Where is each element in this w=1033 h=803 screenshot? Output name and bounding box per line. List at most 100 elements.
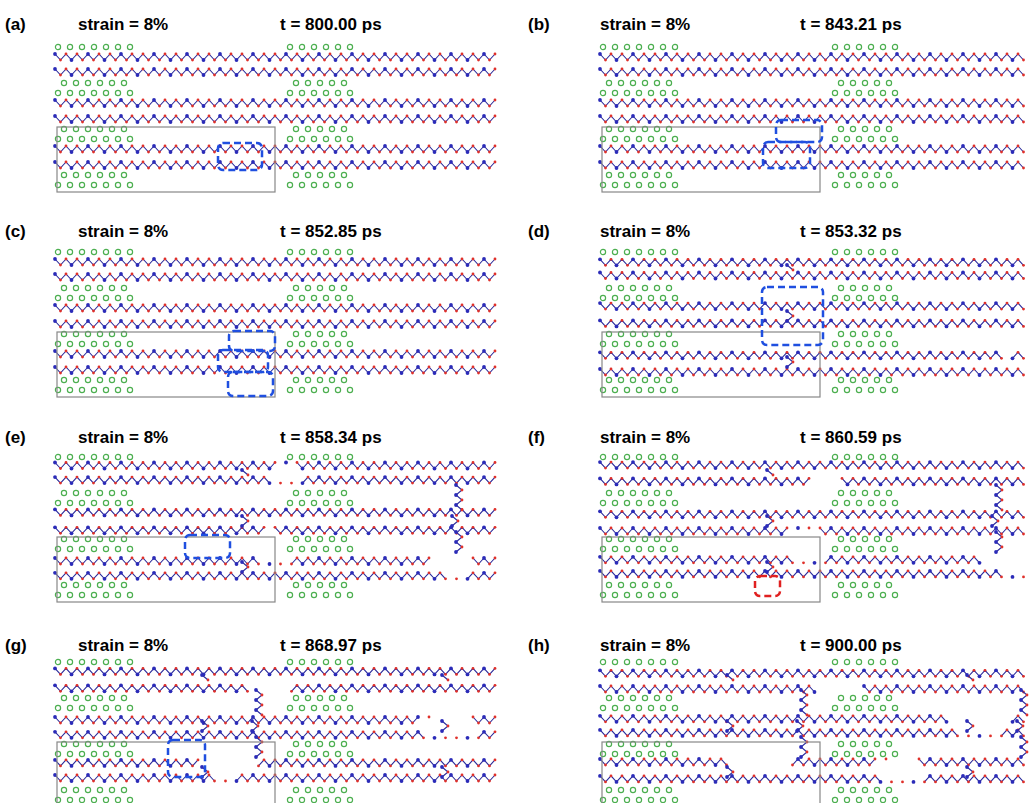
ion [844, 136, 849, 141]
atom [202, 263, 206, 267]
atom [175, 273, 178, 276]
atom [945, 120, 949, 124]
atom [235, 355, 239, 359]
ion [317, 377, 322, 382]
atom [334, 73, 338, 77]
atom [753, 161, 756, 164]
atom [257, 151, 260, 154]
atom [874, 53, 877, 56]
atom [53, 319, 57, 323]
ion [127, 249, 132, 254]
ion [103, 249, 108, 254]
atom [86, 303, 90, 307]
atom [1011, 277, 1015, 281]
atom [246, 167, 249, 170]
atom [251, 257, 255, 261]
chain-bond [600, 146, 1024, 152]
atom [65, 366, 68, 369]
ion [844, 295, 849, 300]
atom [301, 278, 305, 282]
atom [472, 366, 475, 369]
atom [406, 366, 409, 369]
atom [279, 105, 282, 108]
atom [961, 271, 965, 275]
atom [687, 99, 690, 102]
atom [488, 264, 491, 267]
atom [802, 74, 805, 77]
ion [293, 126, 298, 131]
atom [494, 320, 497, 323]
atom [973, 99, 976, 102]
atom [945, 58, 949, 62]
atom [621, 115, 624, 118]
atom [763, 52, 767, 56]
atom [901, 151, 904, 154]
atom [208, 350, 211, 353]
atom [835, 59, 838, 62]
highlight-box [228, 372, 273, 396]
atom [279, 167, 282, 170]
atom [433, 58, 437, 62]
atom [362, 99, 365, 102]
atom [428, 304, 431, 307]
atom [730, 52, 734, 56]
atom [257, 326, 260, 329]
atom [284, 160, 288, 164]
atom [780, 104, 784, 108]
atom [279, 74, 282, 77]
atom [841, 68, 844, 71]
ion [55, 295, 60, 300]
ion [55, 249, 60, 254]
atom [340, 53, 343, 56]
atom [284, 144, 288, 148]
atom [449, 272, 453, 276]
atom [829, 52, 833, 56]
ion [79, 295, 84, 300]
atom [989, 151, 992, 154]
ion [305, 126, 310, 131]
atom [610, 68, 613, 71]
atom [703, 264, 706, 267]
atom [472, 273, 475, 276]
atom [626, 121, 629, 124]
ion [606, 80, 611, 85]
atom [1006, 99, 1009, 102]
atom [994, 114, 998, 118]
atom [373, 366, 376, 369]
atom [918, 115, 921, 118]
atom [312, 59, 315, 62]
atom [373, 99, 376, 102]
ion [606, 285, 611, 290]
atom [449, 257, 453, 261]
atom [961, 67, 965, 71]
atom [703, 308, 706, 311]
ion [311, 295, 316, 300]
atom [218, 303, 222, 307]
atom [185, 160, 189, 164]
atom [956, 264, 959, 267]
atom [152, 365, 156, 369]
ion [880, 136, 885, 141]
atom [345, 121, 348, 124]
atom [796, 98, 800, 102]
atom [169, 309, 173, 313]
atom [648, 277, 652, 281]
ion [293, 377, 298, 382]
atom [967, 74, 970, 77]
atom [730, 144, 734, 148]
atom [978, 263, 982, 267]
atom [389, 121, 392, 124]
atom [604, 167, 607, 170]
atom [263, 304, 266, 307]
atom [197, 258, 200, 261]
atom [362, 115, 365, 118]
atom [158, 310, 161, 313]
atom [301, 263, 305, 267]
atom [416, 349, 420, 353]
atom [76, 304, 79, 307]
atom [224, 59, 227, 62]
atom [819, 99, 822, 102]
atom [488, 74, 491, 77]
atom [703, 151, 706, 154]
atom [202, 104, 206, 108]
